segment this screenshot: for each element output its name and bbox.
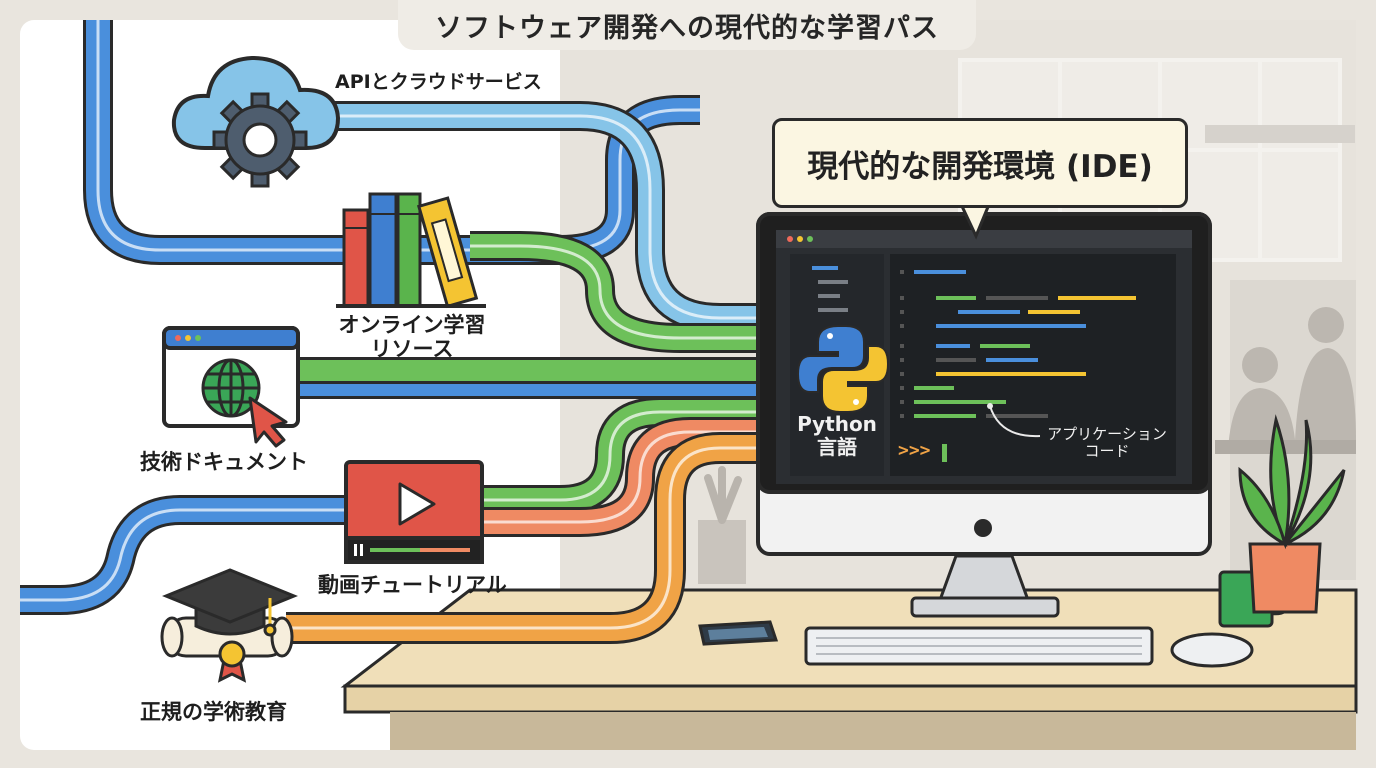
ide-screen [776, 230, 1192, 484]
graduation-cap-icon [162, 568, 298, 637]
keyboard [804, 626, 1154, 666]
flow-line-education [286, 432, 800, 644]
smartphone-icon [698, 620, 779, 646]
label-online-line1: オンライン学習 [338, 313, 486, 337]
people-silhouettes [1215, 307, 1356, 454]
books-icon [336, 192, 486, 309]
label-app-line2: コード [1084, 442, 1130, 461]
flow-line-cloud [330, 101, 800, 333]
label-online-resources: オンライン学習 リソース [332, 313, 492, 361]
python-logo-icon [796, 325, 890, 413]
label-python-language: Python 言語 [790, 413, 884, 459]
label-api-cloud: APIとクラウドサービス [335, 71, 542, 93]
medal-icon [217, 640, 247, 683]
play-icon [398, 482, 436, 526]
flow-line-online [470, 231, 800, 353]
label-online-line2: リソース [370, 337, 454, 362]
label-formal-education: 正規の学術教育 [140, 700, 287, 724]
label-python-line1: Python [797, 412, 877, 436]
terminal-prompt: >>> [898, 440, 931, 461]
flow-line-video [482, 397, 800, 515]
label-technical-docs: 技術ドキュメント [140, 450, 308, 474]
label-video-tutorials: 動画チュートリアル [318, 573, 507, 597]
flow-line-left-blue [20, 495, 348, 615]
cursor-icon [248, 396, 288, 448]
flow-lines [20, 20, 800, 644]
ide-callout: 現代的な開発環境 (IDE) [772, 118, 1188, 208]
sidebar-lines [812, 266, 848, 312]
mouse [1170, 632, 1254, 668]
background-plant [698, 466, 746, 584]
flow-line-salmon [482, 417, 800, 537]
label-application-code: アプリケーション コード [1040, 425, 1174, 461]
potted-plant [1238, 414, 1346, 614]
flow-line-docs [298, 357, 800, 399]
code-lines [900, 270, 1136, 418]
globe-icon [201, 358, 261, 418]
label-python-line2: 言語 [817, 435, 857, 459]
ceiling-light [1205, 125, 1355, 143]
label-app-line1: アプリケーション [1047, 425, 1167, 443]
page-title: ソフトウェア開発への現代的な学習パス [398, 0, 976, 50]
gear-icon [212, 92, 308, 188]
